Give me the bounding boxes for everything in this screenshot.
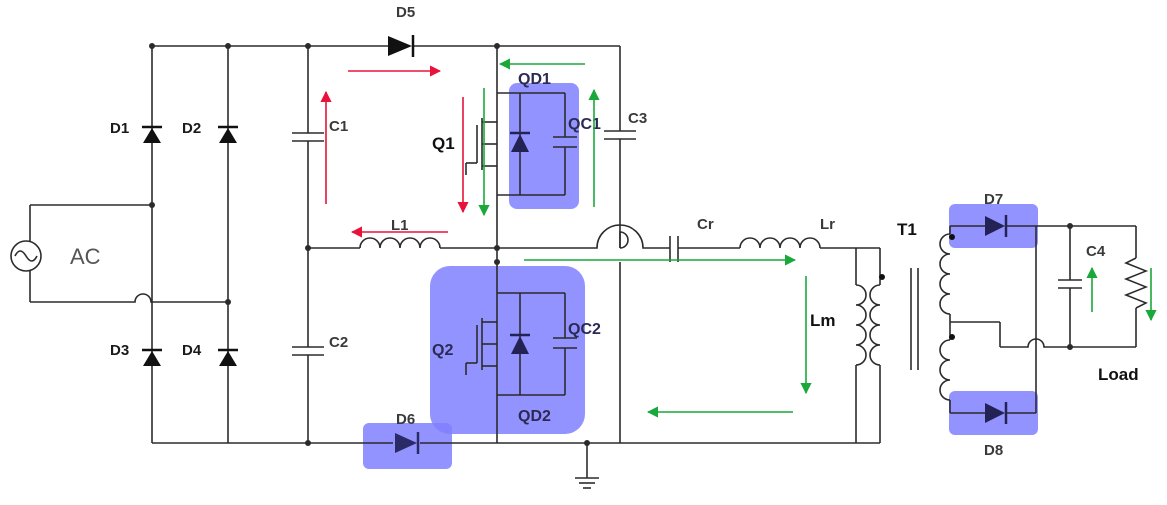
q1-mosfet [465, 118, 497, 175]
resonant-tank: Cr Lr [497, 216, 880, 262]
d3-diode [142, 348, 162, 366]
q2-highlight [430, 266, 585, 434]
d1-diode [142, 125, 162, 143]
q2-label: Q2 [432, 342, 453, 359]
cr-label: Cr [697, 216, 714, 233]
d6-label: D6 [396, 411, 415, 428]
qd1-highlight [509, 83, 579, 209]
load-resistor: Load [1098, 226, 1149, 384]
l1-label: L1 [391, 217, 409, 234]
d1-label: D1 [110, 120, 129, 137]
l1-inductor: L1 [308, 217, 497, 249]
d6-diode [395, 432, 420, 454]
load-label: Load [1098, 365, 1139, 384]
transformer-secondary [939, 226, 1136, 413]
t1-label: T1 [897, 220, 917, 239]
c3-label: C3 [628, 110, 647, 127]
bridge-rectifier: D1 D2 D3 D4 [110, 43, 238, 443]
q2-mosfet [465, 318, 497, 375]
current-arrows-green [478, 58, 1157, 418]
qc1-label: QC1 [568, 116, 601, 133]
qd1-label: QD1 [518, 71, 551, 88]
d5-diode [388, 35, 415, 57]
c2-label: C2 [329, 334, 348, 351]
ac-bottom-wire [30, 293, 228, 303]
lr-label: Lr [820, 216, 835, 233]
d3-label: D3 [110, 342, 129, 359]
top-rail: D5 [152, 4, 620, 57]
c1-label: C1 [329, 118, 348, 135]
d2-label: D2 [182, 120, 201, 137]
d5-label: D5 [396, 4, 415, 21]
c3-capacitor: C3 [604, 46, 647, 443]
q1-label: Q1 [432, 134, 455, 153]
d4-diode [218, 348, 238, 366]
ground-symbol [575, 443, 599, 489]
output-rectifier: D7 D8 [950, 191, 1136, 459]
c4-label: C4 [1086, 243, 1106, 260]
qd2-label: QD2 [518, 408, 551, 425]
lm-label: Lm [810, 311, 836, 330]
qd1-diode [510, 131, 530, 152]
qc2-label: QC2 [568, 321, 601, 338]
current-arrows-red [320, 65, 469, 238]
highlight-boxes [363, 83, 1038, 469]
half-bridge: Q1 QD1 QC1 Q2 QD2 QC2 [432, 46, 601, 443]
d4-label: D4 [182, 342, 202, 359]
ac-source: AC [10, 205, 101, 302]
ac-label: AC [70, 244, 101, 269]
qd2-diode [510, 333, 530, 354]
d7-label: D7 [984, 191, 1003, 208]
bulk-capacitors: C1 C2 [292, 46, 348, 443]
transformer-primary: Lm [810, 248, 885, 443]
transformer-core: T1 [897, 220, 919, 370]
d8-label: D8 [984, 442, 1003, 459]
output-filter: C4 [1058, 223, 1106, 350]
d2-diode [218, 125, 238, 143]
